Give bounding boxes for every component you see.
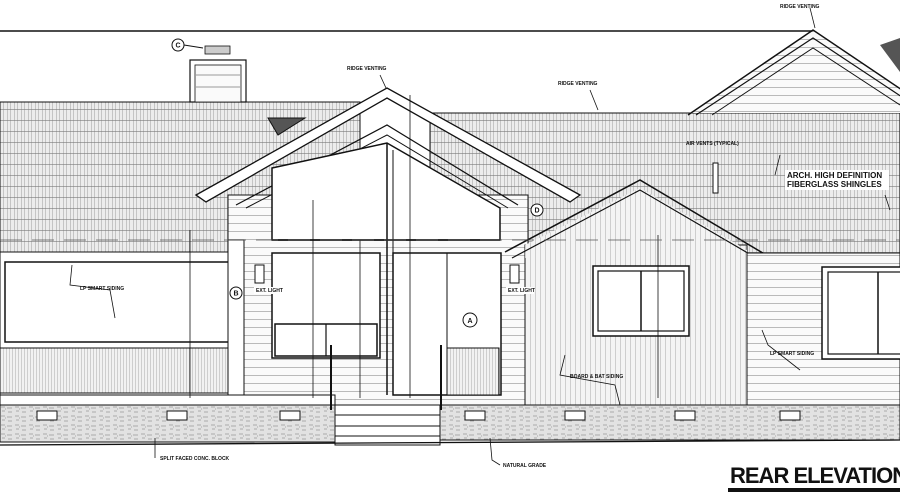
ext-light-right-fixture — [509, 264, 520, 284]
svg-text:B: B — [234, 291, 239, 298]
label-board-bat: BOARD & BAT SIDING — [570, 374, 623, 380]
label-lp-siding-left: LP SMART SIDING — [80, 286, 124, 292]
roof-vent — [267, 117, 307, 136]
label-split-faced: SPLIT FACED CONC. BLOCK — [160, 456, 230, 462]
chimney — [189, 45, 247, 103]
callout-d: D — [530, 203, 544, 217]
deck-railing-right — [446, 347, 500, 396]
svg-text:D: D — [535, 208, 540, 215]
label-ridge-venting-left: RIDGE VENTING — [347, 66, 387, 72]
label-ridge-venting-right: RIDGE VENTING — [780, 4, 820, 10]
annotations — [0, 7, 900, 466]
svg-text:C: C — [176, 43, 181, 50]
foundation-right — [439, 404, 900, 441]
callout-c: C — [171, 38, 204, 52]
label-shingles: ARCH. HIGH DEFINITION FIBERGLASS SHINGLE… — [785, 170, 889, 190]
callout-a: A — [462, 312, 478, 328]
air-vent — [712, 162, 719, 194]
label-ext-light-right: EXT. LIGHT — [508, 288, 535, 294]
porch-post — [227, 239, 245, 404]
label-shingles-box: ARCH. HIGH DEFINITION FIBERGLASS SHINGLE… — [785, 170, 889, 190]
porch-railing — [0, 347, 229, 394]
ext-light-right-label-bg — [506, 287, 534, 294]
svg-text:A: A — [468, 318, 473, 325]
label-air-vents: AIR VENTS (TYPICAL) — [686, 141, 739, 147]
foundation-vents — [36, 410, 801, 421]
label-ridge-venting-center: RIDGE VENTING — [558, 81, 598, 87]
label-natural-grade: NATURAL GRADE — [503, 463, 547, 469]
title-underline — [728, 488, 900, 492]
ext-light-left-fixture — [254, 264, 265, 284]
stairs[interactable] — [330, 345, 442, 446]
grade-line — [0, 439, 900, 446]
right-window — [821, 266, 900, 360]
label-lp-siding-right: LP SMART SIDING — [770, 351, 814, 357]
label-ext-light-left: EXT. LIGHT — [256, 288, 283, 294]
right-gable — [687, 29, 900, 116]
ext-light-left-label-bg — [254, 287, 282, 294]
callout-b: B — [229, 286, 243, 300]
right-lower-gable — [504, 179, 779, 267]
drawing-title: REAR ELEVATION — [730, 463, 900, 488]
